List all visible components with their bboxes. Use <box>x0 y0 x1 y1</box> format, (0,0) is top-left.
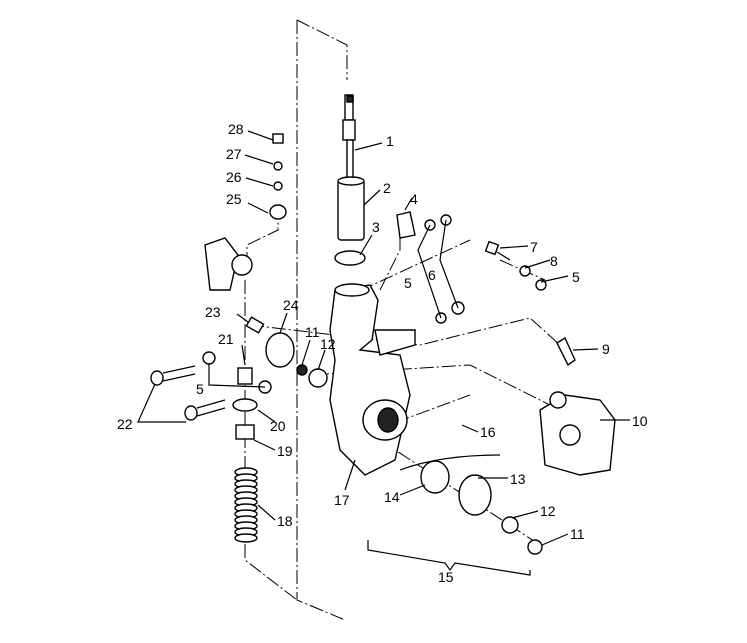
part-nut <box>296 364 308 376</box>
callout-2: 2 <box>383 180 391 196</box>
part-steering-knuckle <box>329 283 416 476</box>
callout-14: 14 <box>384 489 400 505</box>
callout-12: 12 <box>540 503 556 519</box>
callout-28: 28 <box>228 121 244 137</box>
part-nut <box>272 133 284 144</box>
spring-coil <box>234 533 258 543</box>
callout-16: 16 <box>480 424 496 440</box>
part-ring <box>308 368 328 388</box>
callout-9: 9 <box>602 341 610 357</box>
callout-27: 27 <box>226 146 242 162</box>
part-washer <box>535 279 547 291</box>
part-bolt <box>484 240 511 261</box>
part-washer <box>519 265 531 277</box>
part-wire <box>399 454 501 471</box>
callout-13: 13 <box>510 471 526 487</box>
part-caliper <box>539 391 616 476</box>
part-brake-pad <box>556 336 576 367</box>
callout-12: 12 <box>320 336 336 352</box>
callout-20: 20 <box>270 418 286 434</box>
callout-15: 15 <box>438 569 454 585</box>
callout-26: 26 <box>226 169 242 185</box>
part-pin <box>245 316 265 334</box>
leader-lines <box>137 130 630 576</box>
part-washer <box>202 351 216 365</box>
part-washer-20 <box>232 398 258 412</box>
part-washer <box>273 181 283 191</box>
part-ring <box>501 516 519 534</box>
callout-21: 21 <box>218 331 234 347</box>
callout-labels: 1 2 3 4 5 6 7 8 5 9 10 11 12 13 12 11 14… <box>117 121 648 585</box>
part-washer <box>273 161 283 171</box>
callout-11: 11 <box>570 526 585 542</box>
part-nut-19 <box>235 424 255 440</box>
callout-1: 1 <box>386 133 394 149</box>
part-strut-body <box>337 176 365 241</box>
callout-18: 18 <box>277 513 293 529</box>
callout-5: 5 <box>404 275 412 291</box>
callout-4: 4 <box>410 191 418 207</box>
part-mount-bracket <box>204 237 253 291</box>
callout-19: 19 <box>277 443 293 459</box>
callout-17: 17 <box>334 492 350 508</box>
part-bracket <box>396 211 416 239</box>
part-bushing <box>269 204 287 220</box>
callout-10: 10 <box>632 413 648 429</box>
callout-5: 5 <box>196 381 204 397</box>
part-bearing <box>458 474 492 516</box>
part-seat-ring <box>334 250 366 266</box>
callout-25: 25 <box>226 191 242 207</box>
callout-3: 3 <box>372 219 380 235</box>
callout-6: 6 <box>428 267 436 283</box>
part-bearing-seal <box>265 332 295 368</box>
callout-23: 23 <box>205 304 221 320</box>
callout-22: 22 <box>117 416 133 432</box>
part-bolt-22 <box>150 365 226 421</box>
callout-11: 11 <box>305 324 320 340</box>
callout-7: 7 <box>530 239 538 255</box>
callout-5: 5 <box>572 269 580 285</box>
part-seal <box>420 460 450 494</box>
callout-24: 24 <box>283 297 299 313</box>
callout-8: 8 <box>550 253 558 269</box>
part-fitting <box>237 367 253 385</box>
part-nut <box>527 539 543 555</box>
part-strut-rod <box>342 94 356 181</box>
part-spring <box>234 467 258 543</box>
